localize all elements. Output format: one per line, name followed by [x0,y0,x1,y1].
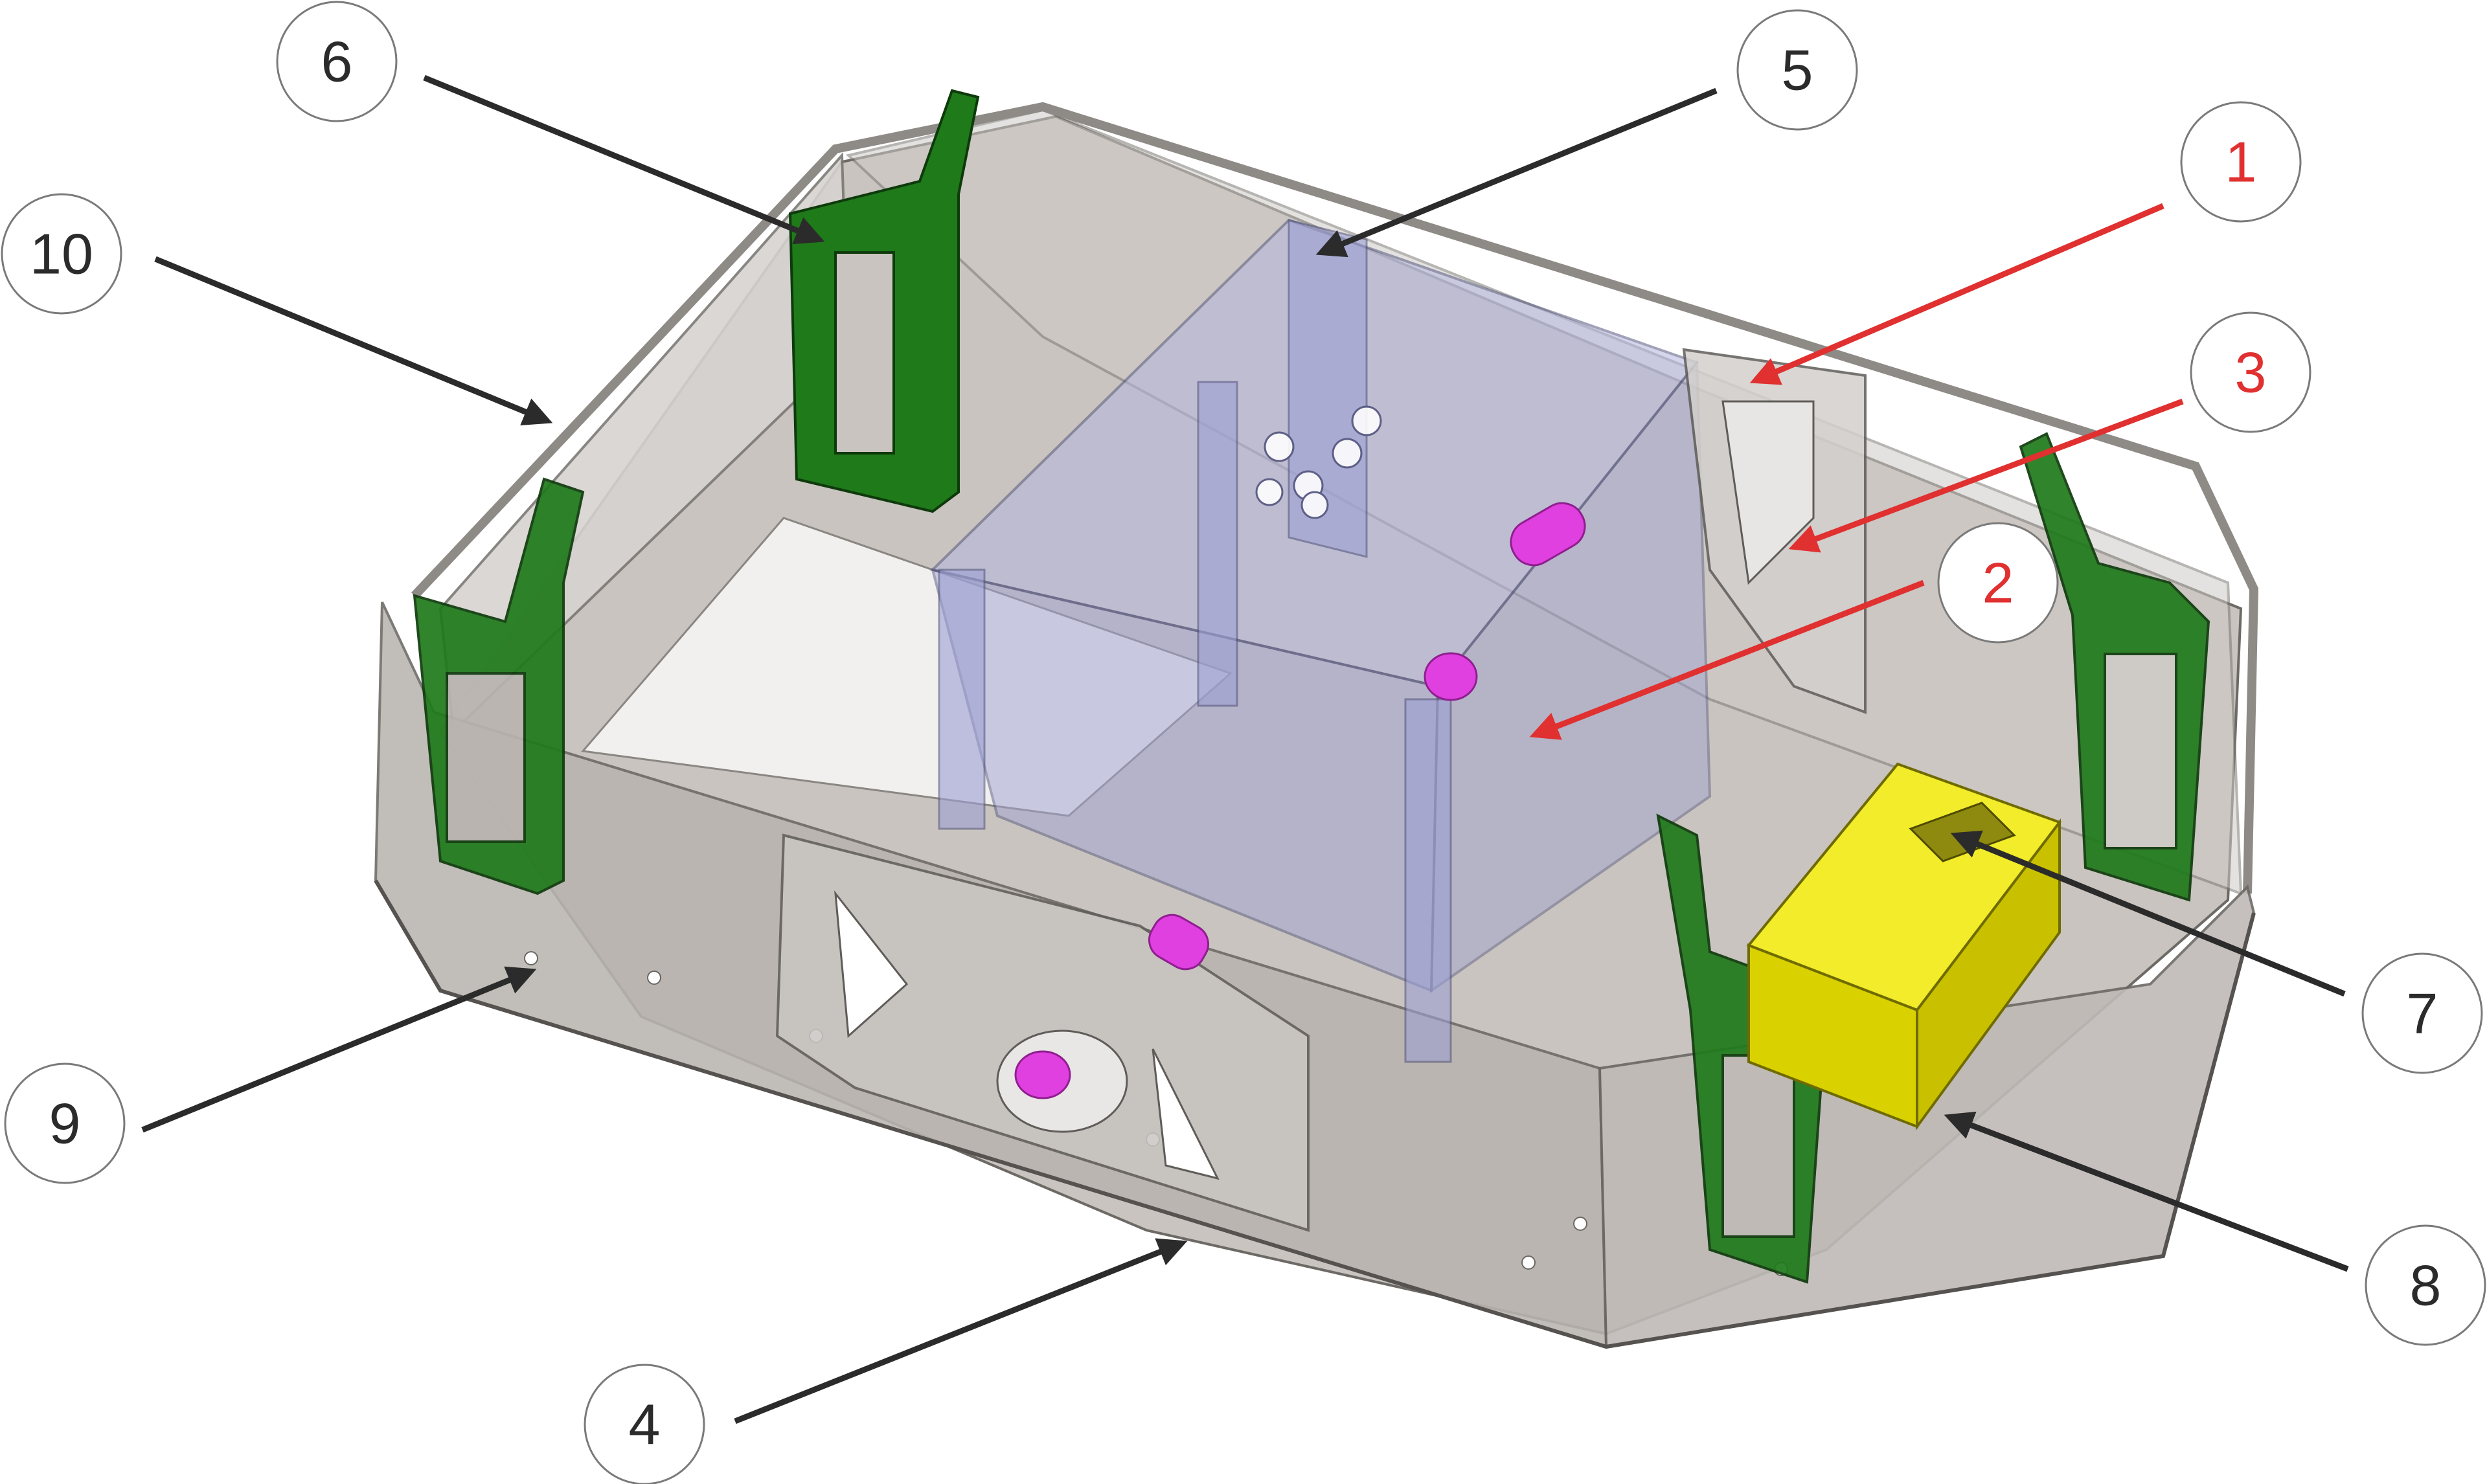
yellow-box [1746,762,2062,1131]
magenta-rollers [1014,502,1586,1099]
leader-lines [141,74,2349,1424]
leader-8 [1944,1111,2349,1272]
front-edge [374,879,2256,1349]
leader-7 [1950,830,2346,997]
callout-label-2: 2 [1982,551,2014,615]
callout-7: 7 [2361,952,2483,1074]
leader-9 [141,966,537,1133]
leader-4 [734,1238,1188,1424]
callout-label-9: 9 [49,1092,81,1156]
callout-label-1: 1 [2225,130,2257,194]
leader-1 [1749,203,2164,385]
green-bracket-rear-right [2019,432,2210,902]
leader-2 [1529,579,1925,740]
callout-9: 9 [4,1062,126,1184]
leader-6 [423,74,825,245]
central-cage [929,218,1712,1063]
leader-5 [1315,87,1718,258]
green-bracket-front-right [1656,813,1828,1284]
callout-label-8: 8 [2410,1254,2442,1318]
callout-4: 4 [584,1364,705,1484]
top-rim [411,102,2259,894]
callout-label-3: 3 [2235,341,2267,405]
callout-label-7: 7 [2407,982,2438,1046]
callout-3: 3 [2190,311,2311,433]
callout-8: 8 [2365,1224,2486,1346]
callout-6: 6 [276,1,398,122]
leader-3 [1788,398,2184,553]
callout-label-6: 6 [321,30,353,94]
callout-1: 1 [2180,101,2302,223]
green-bracket-front-left [413,477,585,895]
callout-label-4: 4 [629,1393,661,1457]
green-brackets [413,89,2210,1284]
callout-2: 2 [1937,522,2059,644]
leader-10 [154,256,553,426]
callout-label-10: 10 [30,222,93,286]
callout-label-5: 5 [1782,38,1813,102]
callout-5: 5 [1736,9,1858,131]
callout-10: 10 [1,193,122,315]
green-bracket-rear-left [788,89,980,513]
